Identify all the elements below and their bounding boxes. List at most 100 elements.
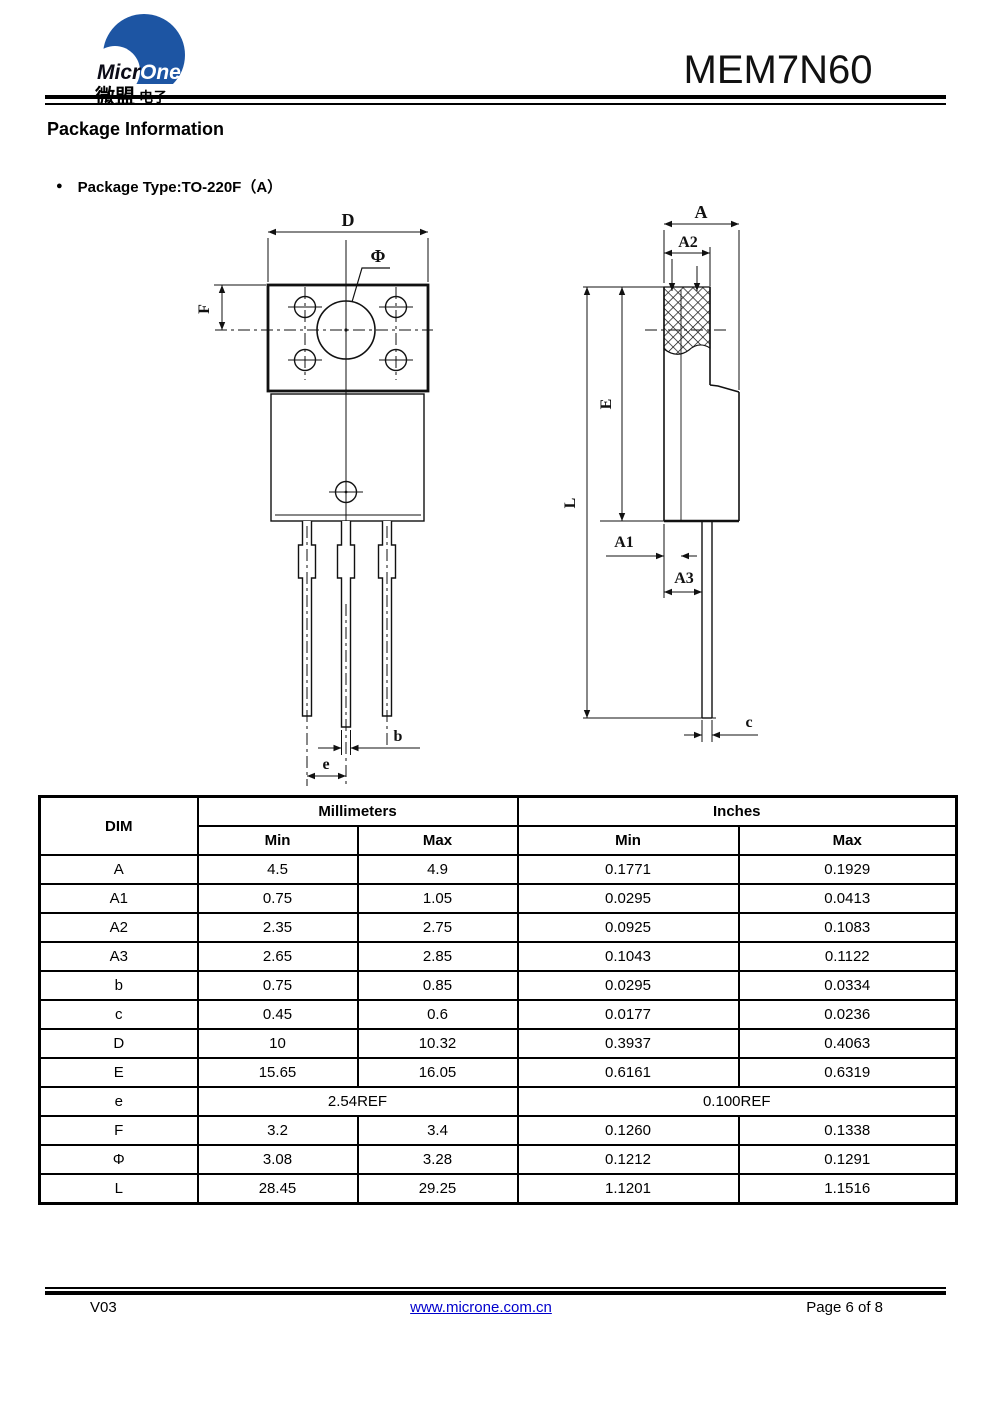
table-cell: 0.0295 [516,970,740,1001]
table-cell: 0.100REF [516,1086,958,1117]
table-cell: 0.1771 [516,854,740,885]
logo-text-one: One [140,61,181,84]
table-cell: A2 [38,912,199,943]
microne-logo: Micr One 微盟 电子 [90,14,190,105]
part-number-title: MEM7N60 [683,48,873,92]
col-header-mm-min: Min [196,825,359,856]
dimension-table: DIM Millimeters Inches Min Max Min Max A… [38,795,958,1205]
logo-text-cn-main: 微盟 [94,84,135,105]
dim-label-F: F [196,304,213,314]
page-title: Package Information [47,119,225,139]
table-cell: A3 [38,941,199,972]
table-cell: 0.75 [196,970,359,1001]
website-link[interactable]: www.microne.com.cn [410,1299,552,1316]
logo-text-micr: Micr [97,61,142,84]
table-cell: 1.1201 [516,1173,740,1205]
table-cell: Φ [38,1144,199,1175]
table-cell: 3.08 [196,1144,359,1175]
package-type-label: Package Type:TO-220F（A） [77,179,283,196]
table-cell: 0.6 [356,999,519,1030]
dim-label-phi: Φ [371,246,386,266]
table-cell: 29.25 [356,1173,519,1205]
table-cell: 15.65 [196,1057,359,1088]
logo-crescent [90,46,140,96]
table-cell: 0.4063 [737,1028,958,1059]
table-cell: b [38,970,199,1001]
table-cell: E [38,1057,199,1088]
table-cell: c [38,999,199,1030]
footer-rule-thick [45,1291,946,1295]
table-cell: 2.35 [196,912,359,943]
bullet-icon: ● [56,180,63,192]
dim-label-A: A [695,202,708,222]
dimension-table-header: DIM Millimeters Inches Min Max Min Max [38,795,958,856]
dim-label-A3: A3 [674,570,694,587]
footer-link-wrap: www.microne.com.cn [38,1299,924,1316]
table-cell: 0.45 [196,999,359,1030]
table-cell: 0.1260 [516,1115,740,1146]
table-cell: 0.1043 [516,941,740,972]
side-view: L E A A2 [562,202,758,742]
table-cell: 3.2 [196,1115,359,1146]
dim-label-D: D [342,210,355,230]
dim-label-A2: A2 [678,234,698,251]
col-group-millimeters: Millimeters [196,795,519,827]
front-tab-outline [266,283,430,393]
table-cell: 3.28 [356,1144,519,1175]
table-cell: 10 [196,1028,359,1059]
table-cell: 0.0334 [737,970,958,1001]
col-header-in-min: Min [516,825,740,856]
col-header-mm-max: Max [356,825,519,856]
footer-version: V03 [90,1299,117,1316]
col-header-in-max: Max [737,825,958,856]
header-rule-thick [45,95,946,99]
table-cell: 0.1338 [737,1115,958,1146]
front-view: D [196,210,433,786]
table-cell: e [38,1086,199,1117]
table-cell: 4.5 [196,854,359,885]
table-cell: 0.0177 [516,999,740,1030]
table-cell: 0.0236 [737,999,958,1030]
table-cell: A [38,854,199,885]
table-cell: 1.1516 [737,1173,958,1205]
table-cell: 2.65 [196,941,359,972]
footer-rule-thin [45,1287,946,1289]
table-cell: 0.1291 [737,1144,958,1175]
table-cell: 3.4 [356,1115,519,1146]
dim-label-E: E [598,399,615,410]
table-cell: 0.0295 [516,883,740,914]
table-cell: 16.05 [356,1057,519,1088]
table-cell: 2.54REF [196,1086,519,1117]
table-cell: 0.1083 [737,912,958,943]
table-cell: 2.75 [356,912,519,943]
table-cell: 0.0925 [516,912,740,943]
table-cell: 0.3937 [516,1028,740,1059]
dim-label-c: c [745,714,752,731]
table-cell: 0.85 [356,970,519,1001]
dim-label-e: e [322,756,329,773]
table-cell: 10.32 [356,1028,519,1059]
table-cell: 1.05 [356,883,519,914]
dim-label-L: L [562,498,579,509]
table-cell: A1 [38,883,199,914]
col-group-inches: Inches [516,795,958,827]
footer-page-number: Page 6 of 8 [806,1299,883,1316]
table-cell: 0.0413 [737,883,958,914]
hatched-tab-region [663,286,711,355]
table-cell: 0.6161 [516,1057,740,1088]
table-cell: 0.75 [196,883,359,914]
table-cell: 0.1929 [737,854,958,885]
